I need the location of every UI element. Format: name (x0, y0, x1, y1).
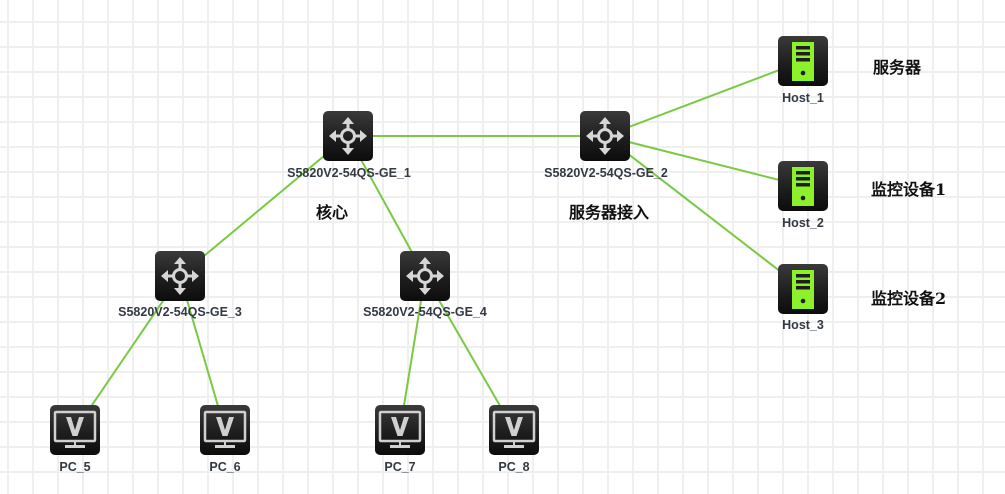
pc-node[interactable] (50, 405, 100, 455)
node-label: Host_3 (782, 318, 824, 332)
monitor-icon (50, 405, 100, 455)
node-label: PC_5 (59, 460, 91, 474)
monitor-icon (489, 405, 539, 455)
annotation-monitor-1: 监控设备1 (871, 180, 947, 199)
server-node[interactable] (778, 36, 828, 86)
link-S5820V2-54QS-GE_2-Host_3[interactable] (604, 135, 804, 290)
server-icon (778, 161, 828, 211)
link-S5820V2-54QS-GE_4-PC_7[interactable] (399, 275, 426, 431)
link-S5820V2-54QS-GE_2-Host_2[interactable] (604, 135, 804, 187)
switch-arrows-icon (323, 111, 373, 161)
server-node[interactable] (778, 161, 828, 211)
annotation-server: 服务器 (873, 58, 922, 77)
annotation-server-access: 服务器接入 (569, 203, 650, 222)
node-label: S5820V2-54QS-GE_2 (544, 166, 668, 180)
annotation-monitor-2: 监控设备2 (871, 289, 947, 308)
switch-node[interactable] (580, 111, 630, 161)
link-S5820V2-54QS-GE_3-PC_5[interactable] (74, 275, 181, 431)
monitor-icon (200, 405, 250, 455)
server-icon (778, 36, 828, 86)
node-label: S5820V2-54QS-GE_1 (287, 166, 411, 180)
node-label: Host_1 (782, 91, 824, 105)
switch-node[interactable] (323, 111, 373, 161)
pc-node[interactable] (200, 405, 250, 455)
switch-node[interactable] (155, 251, 205, 301)
server-node[interactable] (778, 264, 828, 314)
annotation-core: 核心 (316, 203, 349, 222)
node-label: PC_8 (498, 460, 530, 474)
link-S5820V2-54QS-GE_1-S5820V2-54QS-GE_3[interactable] (179, 135, 349, 277)
switch-arrows-icon (155, 251, 205, 301)
link-S5820V2-54QS-GE_4-PC_8[interactable] (424, 275, 515, 431)
node-label: S5820V2-54QS-GE_3 (118, 305, 242, 319)
link-S5820V2-54QS-GE_2-Host_1[interactable] (604, 60, 804, 137)
switch-node[interactable] (400, 251, 450, 301)
node-label: PC_7 (384, 460, 416, 474)
pc-node[interactable] (375, 405, 425, 455)
node-label: Host_2 (782, 216, 824, 230)
server-icon (778, 264, 828, 314)
node-label: S5820V2-54QS-GE_4 (363, 305, 487, 319)
switch-arrows-icon (400, 251, 450, 301)
pc-node[interactable] (489, 405, 539, 455)
switch-arrows-icon (580, 111, 630, 161)
node-label: PC_6 (209, 460, 241, 474)
monitor-icon (375, 405, 425, 455)
link-S5820V2-54QS-GE_3-PC_6[interactable] (179, 275, 226, 431)
